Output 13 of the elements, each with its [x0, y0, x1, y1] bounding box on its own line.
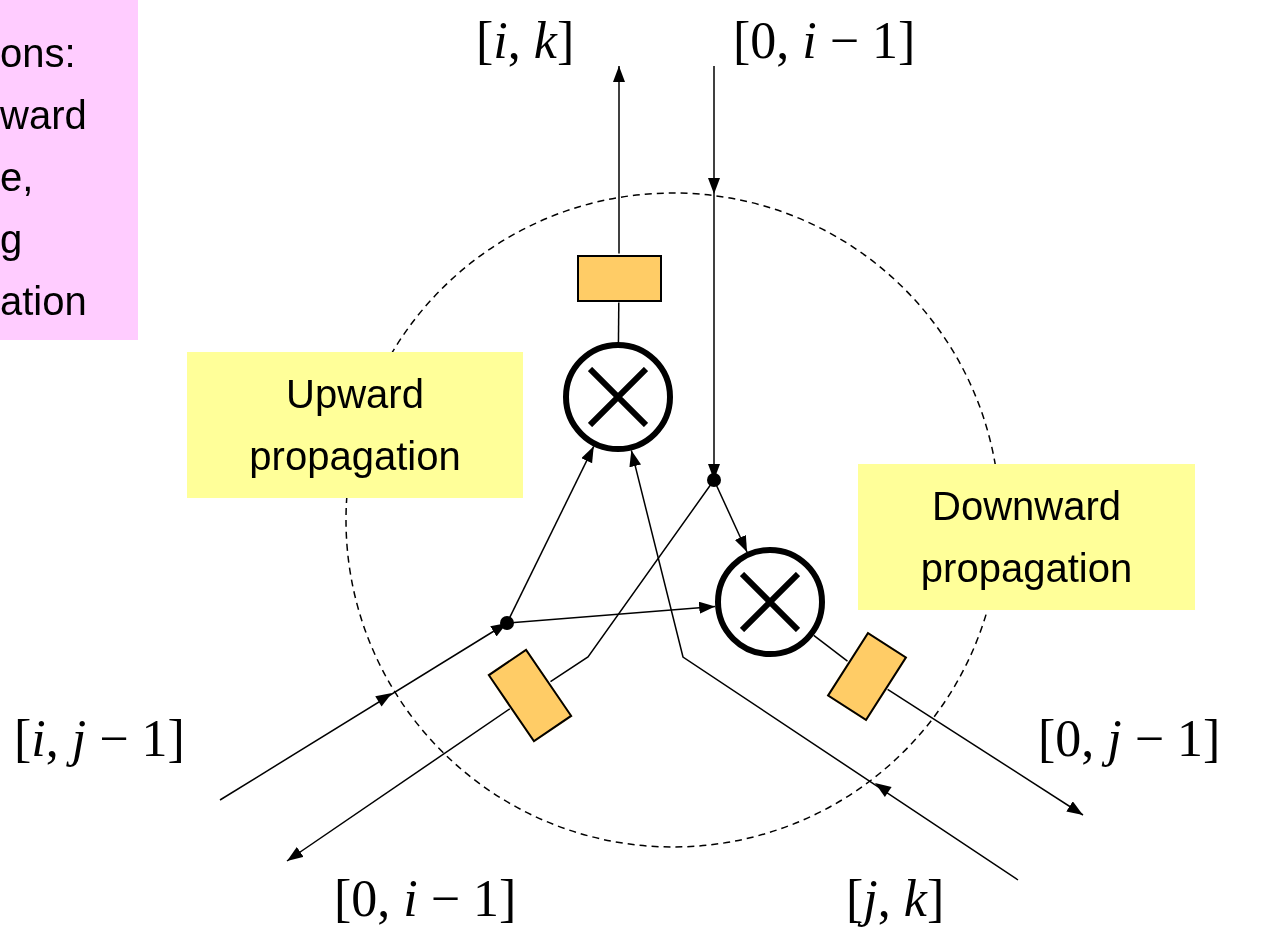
note-text: ons: ward e, g ation [0, 30, 88, 325]
delay-block [576, 254, 662, 302]
label-text: Upward propagation [248, 371, 462, 480]
index-range-label: [0, i − 1] [334, 869, 517, 929]
label-box [858, 464, 1195, 610]
index-range-label: [i, k] [476, 11, 575, 71]
note-box [0, 0, 138, 340]
index-range-label: [0, j − 1] [1038, 709, 1221, 769]
index-range-label: [0, i − 1] [733, 11, 916, 71]
label-text: Downward propagation [919, 483, 1134, 592]
index-range-label: [i, j − 1] [14, 709, 185, 769]
index-range-label: [j, k] [846, 869, 945, 929]
label-box [187, 352, 523, 498]
